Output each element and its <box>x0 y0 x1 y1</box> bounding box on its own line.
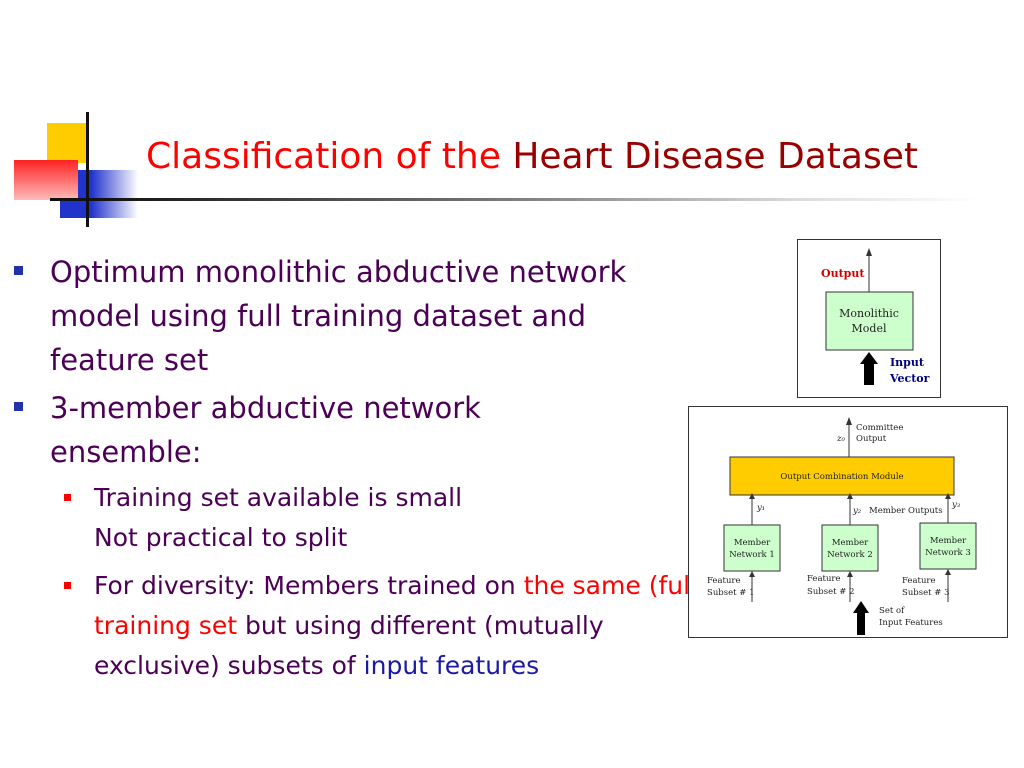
monolithic-diagram: Output Monolithic Model Input Vector <box>797 239 941 398</box>
logo-vertical-line <box>86 112 89 227</box>
ensemble-diagram: Committee Output z₀ Output Combination M… <box>688 406 1008 638</box>
feature3-arrowhead <box>945 569 951 575</box>
bullet-list: Optimum monolithic abductive network mod… <box>14 250 774 694</box>
diversity-text-d: input features <box>363 651 540 680</box>
subbullet-marker <box>64 582 71 589</box>
title-part-2: Heart Disease Dataset <box>512 136 918 177</box>
title-part-1: Classification of the <box>146 136 501 177</box>
feature1-label-b: Subset # 1 <box>707 588 754 598</box>
logo-red-square <box>14 160 78 200</box>
y2-label: y₂ <box>852 506 862 516</box>
member1-output-arrowhead <box>749 493 755 499</box>
bullet-text: Optimum monolithic abductive network mod… <box>50 255 627 377</box>
input-arrow <box>860 352 878 385</box>
z-label: z₀ <box>836 434 845 444</box>
bullet-ensemble: 3-member abductive network ensemble: <box>14 386 610 474</box>
member-network-2 <box>821 524 879 572</box>
model-label-2: Model <box>852 322 887 335</box>
member3-label-a: Member <box>930 536 967 546</box>
combination-module-label: Output Combination Module <box>780 472 903 482</box>
bullet-marker <box>14 266 23 275</box>
logo-horizontal-line <box>50 198 102 201</box>
diversity-text-b: the same (full) training set <box>94 571 707 640</box>
model-label-1: Monolithic <box>839 307 899 320</box>
bullet-monolithic: Optimum monolithic abductive network mod… <box>14 250 650 382</box>
member-network-1 <box>723 524 781 572</box>
member2-label-b: Network 2 <box>827 550 873 560</box>
member2-output-arrowhead <box>847 493 853 499</box>
output-arrowhead <box>866 248 872 256</box>
member3-label-b: Network 3 <box>925 548 971 558</box>
subbullet-marker <box>64 494 71 501</box>
input-features-arrow <box>853 601 869 635</box>
logo-yellow-square <box>47 123 89 163</box>
member3-output-arrowhead <box>945 493 951 499</box>
feature2-arrowhead <box>847 571 853 577</box>
bullet-text: 3-member abductive network ensemble: <box>50 391 481 469</box>
y1-label: y₁ <box>756 503 765 513</box>
subbullet-line-1: Training set available is small <box>94 483 463 512</box>
member2-label-a: Member <box>832 538 869 548</box>
committee-arrowhead <box>846 417 852 425</box>
set-of-label-1: Set of <box>879 606 905 616</box>
y3-label: y₃ <box>951 500 961 510</box>
output-combination-module <box>729 456 955 496</box>
input-label-1: Input <box>890 356 925 369</box>
subbullet-diversity: For diversity: Members trained on the sa… <box>64 566 734 686</box>
monolithic-model-box <box>825 291 914 351</box>
feature1-label-a: Feature <box>707 576 741 586</box>
committee-label-1: Committee <box>856 423 903 433</box>
feature1-arrowhead <box>749 571 755 577</box>
committee-label-2: Output <box>856 434 887 444</box>
bullet-marker <box>14 402 23 411</box>
feature2-label-a: Feature <box>807 574 841 584</box>
subbullet-training-small: Training set available is small Not prac… <box>64 478 654 558</box>
member1-label-b: Network 1 <box>729 550 775 560</box>
feature3-label-b: Subset # 3 <box>902 588 949 598</box>
output-label: Output <box>821 267 865 280</box>
title-underline <box>100 198 980 201</box>
set-of-label-2: Input Features <box>879 618 943 628</box>
member1-label-a: Member <box>734 538 771 548</box>
member-outputs-label: Member Outputs <box>869 506 943 516</box>
diversity-text-a: For diversity: Members trained on <box>94 571 516 600</box>
input-label-2: Vector <box>889 372 930 385</box>
subbullet-line-2: Not practical to split <box>94 523 348 552</box>
member-network-3 <box>919 522 977 570</box>
slide-title: Classification of the Heart Disease Data… <box>146 136 918 177</box>
diversity-text-c: but using different (mutually exclusive)… <box>94 611 604 680</box>
monolithic-diagram-svg: Output Monolithic Model Input Vector <box>821 248 930 385</box>
ensemble-diagram-svg: Committee Output z₀ Output Combination M… <box>707 417 977 635</box>
feature2-label-b: Subset # 2 <box>807 587 854 597</box>
feature3-label-a: Feature <box>902 576 936 586</box>
